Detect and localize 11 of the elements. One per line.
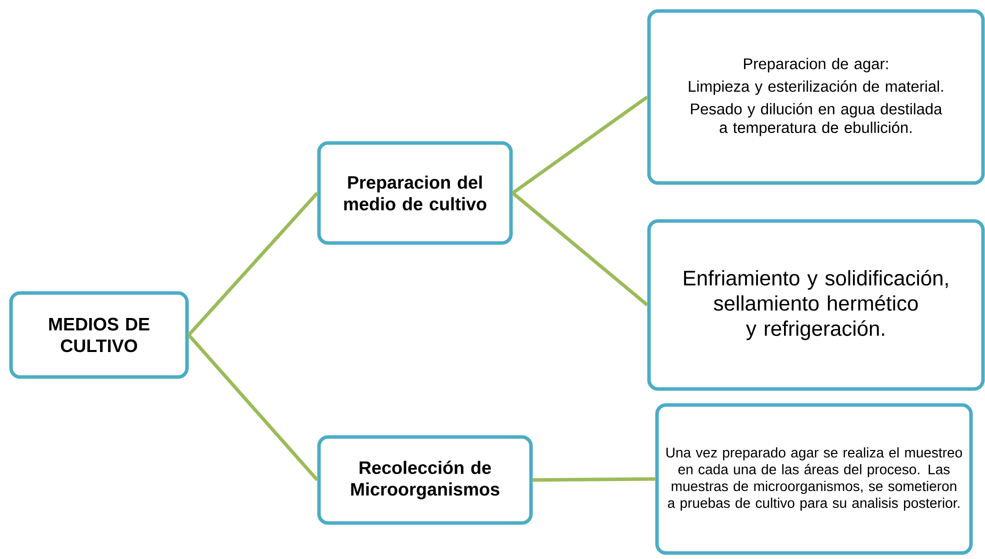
concept-box: Preparacion de agar: Limpieza y esterilización de material. Pesado y dilución en agua destilada a temperatura de ebullición.: [647, 9, 985, 185]
connector-line: [512, 96, 648, 194]
concept-box: Recolección de Microorganismos: [317, 435, 533, 525]
connector-line: [532, 477, 656, 482]
concept-box: MEDIOS DE CULTIVO: [9, 291, 189, 379]
concept-box: Preparacion del medio de cultivo: [317, 141, 513, 245]
connector-line: [512, 192, 648, 306]
connector-line: [187, 192, 319, 336]
connector-line: [187, 334, 319, 482]
concept-box: Una vez preparado agar se realiza el muestreo en cada una de las áreas del proceso. Las muestras de microorganismos, se sometieron a pruebas de cultivo para su analisis posterior.: [655, 403, 973, 555]
concept-box: Enfriamiento y solidificación, sellamiento hermético y refrigeración.: [647, 219, 985, 391]
